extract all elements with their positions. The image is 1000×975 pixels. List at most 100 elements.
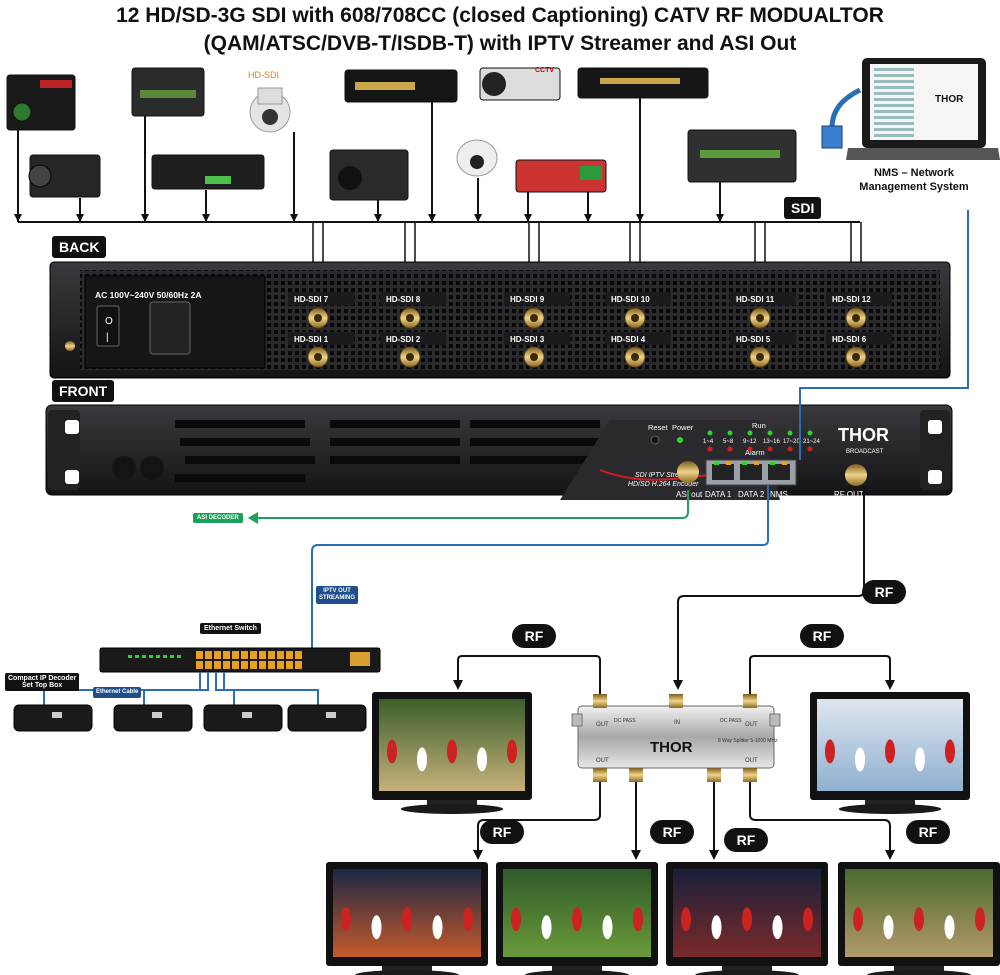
power-label: AC 100V~240V 50/60Hz 2A <box>95 290 202 300</box>
decoder-line-1: Compact IP Decoder <box>8 675 77 682</box>
channel-label: 9~12 <box>743 439 757 445</box>
stripe <box>40 80 72 88</box>
bnc-pin <box>852 314 860 322</box>
ethernet-cable-tag: Ethernet Cable <box>93 687 142 698</box>
channel-label: 13~16 <box>763 439 781 445</box>
channel-label: 21~24 <box>803 439 821 445</box>
lens <box>12 102 32 122</box>
rf-tag-main: RF <box>862 580 906 604</box>
tv-neck <box>427 800 477 805</box>
player-figure <box>541 915 552 940</box>
f-connector-bottom <box>743 768 757 782</box>
run-led <box>727 430 733 436</box>
splitter-out-label: OUT <box>596 758 609 764</box>
hd-sdi-label: HD-SDI <box>248 70 279 80</box>
asi-line <box>258 490 689 519</box>
ethernet-switch <box>99 647 381 673</box>
box-camera <box>28 154 101 198</box>
switch-logo <box>350 652 370 666</box>
tv-hockey <box>810 692 970 814</box>
ptz-camera <box>249 87 291 133</box>
player-figure <box>602 915 613 940</box>
port-label-bottom: HD-SDI 2 <box>386 335 421 344</box>
rf-tag: RF <box>800 624 844 648</box>
rack-unit <box>577 67 709 99</box>
broadcast-camera <box>329 149 409 201</box>
stb-port <box>326 712 336 718</box>
rf-line-tv2 <box>749 655 891 694</box>
splitter-out-label: OUT <box>745 758 758 764</box>
ear-hole <box>928 470 942 484</box>
switch-led <box>149 655 153 658</box>
ear-hole <box>65 470 79 484</box>
nms-label-2: Management System <box>859 181 969 193</box>
brand-sub: BROADCAST <box>846 449 884 455</box>
player-figure <box>975 907 985 932</box>
screen-line <box>874 98 914 101</box>
data2-label: DATA 2 <box>738 490 765 499</box>
switch-port <box>196 651 203 659</box>
front-slot <box>330 420 460 428</box>
port <box>580 166 602 180</box>
alarm-led <box>747 446 753 452</box>
rf-line-tv3-arrow <box>473 850 483 860</box>
title-line-1: 12 HD/SD-3G SDI with 608/708CC (closed C… <box>116 4 884 27</box>
lens <box>338 166 362 190</box>
tv-neck <box>382 966 432 971</box>
port-label-bg <box>288 292 354 305</box>
player-figure <box>772 915 783 940</box>
rf-out-connector <box>845 464 867 486</box>
screen-line <box>874 92 914 95</box>
alarm-led <box>767 446 773 452</box>
iptv-line <box>311 485 769 660</box>
tv-soccer <box>666 862 828 975</box>
drop-arrow <box>202 214 210 222</box>
knob <box>112 456 136 480</box>
tv-tennis <box>372 692 532 814</box>
caption-1: SDI IPTV Streaming <box>635 472 698 479</box>
splitter-spec: 8 Way Splitter 5-1000 MHz <box>718 738 778 744</box>
port-label-top: HD-SDI 8 <box>386 295 421 304</box>
player-figure <box>803 907 813 932</box>
screen-line <box>874 74 914 77</box>
channel-label: 17~20 <box>783 439 801 445</box>
asi-connector <box>677 461 699 483</box>
rj45-port <box>740 464 762 480</box>
laptop-base <box>846 148 1000 160</box>
brand: THOR <box>838 425 889 445</box>
run-led <box>747 430 753 436</box>
f-connector-bottom <box>593 768 607 782</box>
switch-led <box>135 655 139 658</box>
switch-port <box>232 661 239 669</box>
title-line-2: (QAM/ATSC/DVB-T/ISDB-T) with IPTV Stream… <box>203 32 797 55</box>
iec-socket <box>149 301 191 355</box>
tv-stand <box>838 804 942 814</box>
ethernet-cable <box>143 672 209 705</box>
drop-arrow <box>524 214 532 222</box>
f-connector-top <box>743 694 757 708</box>
player-figure <box>711 915 722 940</box>
switch-port <box>223 661 230 669</box>
switch-port <box>196 661 203 669</box>
player-figure <box>432 915 443 940</box>
port-label-bg <box>730 292 796 305</box>
port-led <box>754 462 759 465</box>
switch-port <box>214 661 221 669</box>
lens <box>470 155 484 169</box>
front-slot <box>470 456 600 464</box>
cctv-camera <box>479 67 561 101</box>
switch-port <box>250 661 257 669</box>
ear-hole <box>928 420 942 434</box>
rf-out-label: RF OUT <box>834 490 864 499</box>
dc-pass-label: DC PASS <box>720 718 742 724</box>
front-slot <box>175 474 305 482</box>
port-led <box>770 462 775 465</box>
switch-port <box>268 661 275 669</box>
player-figure <box>681 907 691 932</box>
port-label-top: HD-SDI 9 <box>510 295 545 304</box>
rf-tag: RF <box>480 820 524 844</box>
player-figure <box>853 907 863 932</box>
rf-line-tv1 <box>457 655 601 694</box>
rf-tag: RF <box>724 828 768 852</box>
